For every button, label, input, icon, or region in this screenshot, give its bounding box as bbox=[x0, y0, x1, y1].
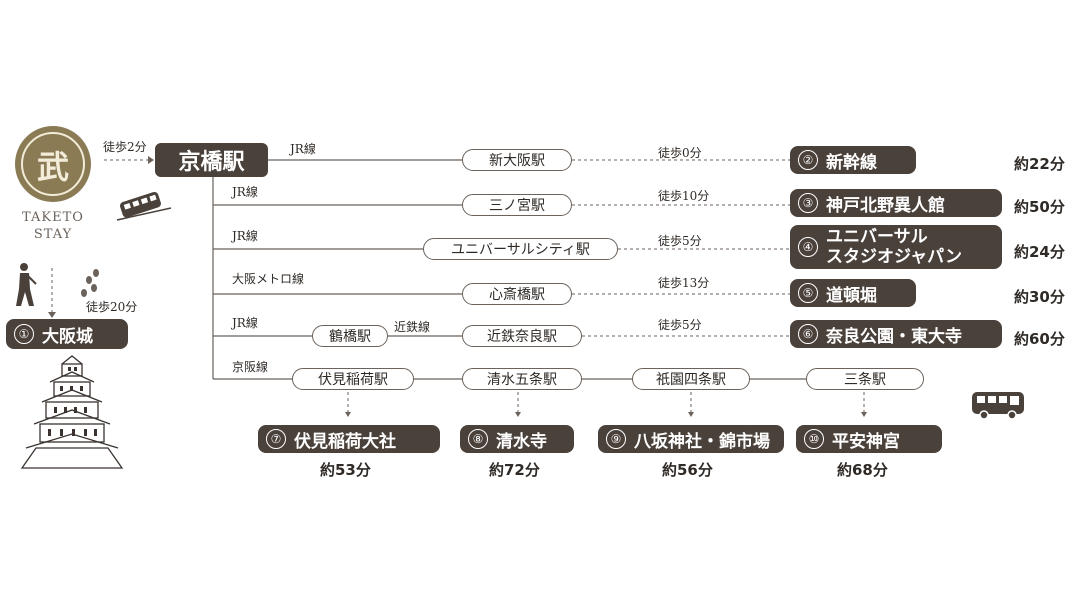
dest-label: 神戸北野異人館 bbox=[826, 195, 945, 216]
dest-label-line1: ユニバーサル bbox=[826, 227, 928, 247]
castle-walk-label: 徒歩20分 bbox=[86, 300, 138, 314]
station-tsuruhashi: 鶴橋駅 bbox=[312, 325, 388, 347]
time-6: 約60分 bbox=[1014, 330, 1065, 348]
line-label-jr-2: JR線 bbox=[232, 185, 258, 199]
dest-number: ① bbox=[14, 324, 34, 344]
dest-number: ⑦ bbox=[266, 429, 286, 449]
logo: 武 TAKETO STAY bbox=[10, 124, 96, 246]
dest-label: 平安神宮 bbox=[832, 431, 900, 452]
dest-osaka-castle: ① 大阪城 bbox=[6, 319, 128, 349]
line-label-kintetsu: 近鉄線 bbox=[394, 320, 431, 334]
logo-glyph: 武 bbox=[36, 148, 69, 186]
dest-nara-park: ⑥ 奈良公園・東大寺 bbox=[790, 320, 1002, 348]
time-3: 約50分 bbox=[1014, 198, 1065, 216]
dest-fushimi-inari-taisha: ⑦ 伏見稲荷大社 bbox=[258, 425, 440, 453]
bus-icon bbox=[972, 392, 1024, 420]
walking-person-icon bbox=[16, 263, 37, 306]
dest-label: 八坂神社・錦市場 bbox=[634, 431, 770, 452]
time-5: 約30分 bbox=[1014, 288, 1065, 306]
hub-walk-label: 徒歩2分 bbox=[103, 140, 147, 154]
dest-label: 新幹線 bbox=[826, 152, 877, 173]
dest-yasaka-nishiki: ⑨ 八坂神社・錦市場 bbox=[598, 425, 784, 453]
line-label-jr-1: JR線 bbox=[290, 142, 316, 156]
walk-label-3: 徒歩10分 bbox=[658, 189, 710, 203]
time-10: 約68分 bbox=[837, 461, 888, 479]
dest-number: ⑨ bbox=[606, 429, 626, 449]
walk-label-4: 徒歩5分 bbox=[658, 234, 702, 248]
station-universal-city: ユニバーサルシティ駅 bbox=[423, 238, 618, 260]
logo-text-line2: STAY bbox=[33, 227, 73, 242]
dest-number: ④ bbox=[798, 237, 818, 257]
station-sanjo: 三条駅 bbox=[806, 368, 924, 390]
dest-label: 道頓堀 bbox=[826, 285, 877, 306]
station-kintetsu-nara: 近鉄奈良駅 bbox=[462, 325, 582, 347]
dest-number: ⑧ bbox=[468, 429, 488, 449]
train-icon bbox=[116, 191, 172, 221]
dest-dotonbori: ⑤ 道頓堀 bbox=[790, 279, 916, 307]
dest-kiyomizu-dera: ⑧ 清水寺 bbox=[460, 425, 574, 453]
walk-label-5: 徒歩13分 bbox=[658, 276, 710, 290]
time-7: 約53分 bbox=[320, 461, 371, 479]
line-label-jr-3: JR線 bbox=[232, 229, 258, 243]
hub-station-kyobashi: 京橋駅 bbox=[155, 143, 268, 177]
time-4: 約24分 bbox=[1014, 243, 1065, 261]
line-label-jr-5: JR線 bbox=[232, 316, 258, 330]
dest-number: ③ bbox=[798, 193, 818, 213]
dest-label: 清水寺 bbox=[496, 431, 547, 452]
dest-number: ⑩ bbox=[804, 429, 824, 449]
footprints-icon bbox=[81, 269, 99, 297]
station-shinsaibashi: 心斎橋駅 bbox=[462, 283, 572, 305]
walk-label-2: 徒歩0分 bbox=[658, 146, 702, 160]
station-gion-shijo: 祇園四条駅 bbox=[632, 368, 750, 390]
dest-heian-jingu: ⑩ 平安神宮 bbox=[796, 425, 942, 453]
station-kiyomizu-gojo: 清水五条駅 bbox=[462, 368, 582, 390]
station-shin-osaka: 新大阪駅 bbox=[462, 149, 572, 171]
dest-number: ② bbox=[798, 150, 818, 170]
dest-shinkansen: ② 新幹線 bbox=[790, 146, 916, 174]
line-label-keihan: 京阪線 bbox=[232, 360, 269, 374]
dest-label: 大阪城 bbox=[42, 326, 93, 347]
dest-number: ⑤ bbox=[798, 283, 818, 303]
line-label-metro: 大阪メトロ線 bbox=[232, 272, 305, 286]
station-sannomiya: 三ノ宮駅 bbox=[462, 194, 572, 216]
dest-usj: ④ ユニバーサル スタジオジャパン bbox=[790, 225, 1002, 269]
osaka-castle-illustration bbox=[20, 355, 124, 469]
logo-emblem bbox=[15, 126, 91, 202]
time-8: 約72分 bbox=[489, 461, 540, 479]
dest-number: ⑥ bbox=[798, 324, 818, 344]
dest-kobe-kitano: ③ 神戸北野異人館 bbox=[790, 189, 1002, 217]
dest-label-line2: スタジオジャパン bbox=[826, 247, 962, 267]
time-2: 約22分 bbox=[1014, 155, 1065, 173]
time-9: 約56分 bbox=[662, 461, 713, 479]
walk-label-6: 徒歩5分 bbox=[658, 318, 702, 332]
dest-label: 奈良公園・東大寺 bbox=[826, 326, 962, 347]
station-fushimi-inari: 伏見稲荷駅 bbox=[292, 368, 414, 390]
dest-label: 伏見稲荷大社 bbox=[294, 431, 396, 452]
logo-text-line1: TAKETO bbox=[22, 210, 84, 225]
